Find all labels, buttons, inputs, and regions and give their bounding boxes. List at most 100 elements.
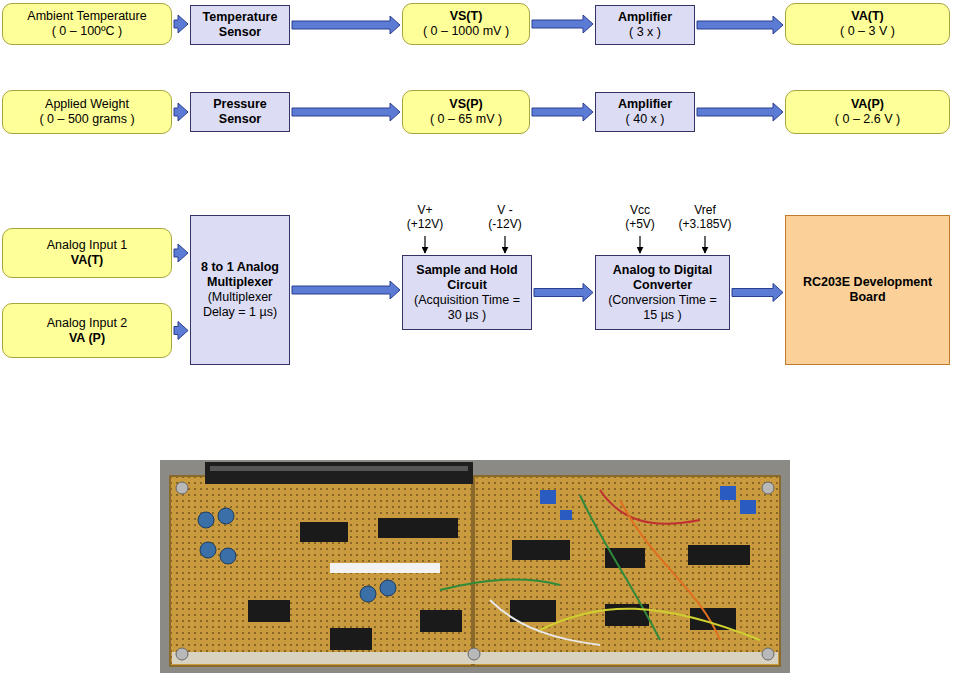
header-pins [210, 466, 468, 471]
trimmer [720, 486, 736, 500]
node-text: VS(P) [449, 97, 482, 112]
node-text: ( 0 – 2.6 V ) [835, 112, 900, 127]
supply-label: V - (-12V) [482, 203, 528, 232]
node-text: Analog Input 1 [47, 238, 128, 253]
capacitor [218, 508, 234, 524]
signal-box: Ambient Temperature( 0 – 100ºC ) [2, 3, 172, 45]
ic-chip [688, 545, 750, 565]
block-arrow [697, 16, 783, 34]
node-text: VS(T) [450, 9, 483, 24]
node-text: Ambient Temperature [27, 9, 146, 24]
supply-arrow [424, 236, 425, 253]
signal-box: VS(P)( 0 – 65 mV ) [402, 90, 530, 134]
process-box: Amplifier( 3 x ) [595, 5, 695, 45]
supply-label: Vref (+3.185V) [674, 203, 736, 232]
block-arrow [292, 281, 400, 299]
block-arrow [292, 103, 400, 121]
wire [620, 500, 720, 640]
signal-box: Applied Weight( 0 – 500 grams ) [2, 90, 172, 134]
capacitor [198, 512, 214, 528]
node-text: ( 0 – 100ºC ) [52, 24, 123, 39]
mounting-screw [176, 482, 188, 494]
node-text: ( 0 – 500 grams ) [39, 112, 134, 127]
paper-label [330, 563, 440, 573]
block-arrow [697, 103, 783, 121]
capacitor [380, 580, 396, 596]
ic-chip [378, 518, 458, 538]
wire [580, 495, 660, 640]
capacitor [220, 548, 236, 564]
block-arrow [174, 244, 188, 262]
trimmer [540, 490, 556, 504]
ic-chip [248, 600, 290, 622]
node-text: ( 3 x ) [629, 25, 661, 40]
block-arrow [532, 15, 593, 33]
process-box: Temperature Sensor [190, 5, 290, 45]
mounting-screw [762, 482, 774, 494]
signal-box: VS(T)( 0 – 1000 mV ) [402, 3, 530, 45]
supply-arrow [704, 236, 705, 253]
node-text: Amplifier [618, 97, 672, 112]
trimmer [560, 510, 572, 520]
block-arrow [532, 103, 593, 121]
node-text: ( 0 – 65 mV ) [430, 112, 502, 127]
ic-chip [510, 600, 556, 622]
node-text: VA(T) [851, 9, 883, 24]
adc-box: Analog to Digital Converter(Conversion T… [595, 255, 730, 330]
node-text: ( 0 – 1000 mV ) [423, 24, 509, 39]
supply-arrow [504, 236, 505, 253]
node-text: Analog Input 2 [47, 316, 128, 331]
trimmer [740, 500, 756, 514]
block-arrow [174, 15, 188, 33]
sample-hold-box: Sample and Hold Circuit(Acquisition Time… [402, 255, 532, 330]
supply-label: V+ (+12V) [402, 203, 448, 232]
node-text: VA (P) [69, 331, 105, 346]
node-text: ( 0 – 3 V ) [840, 24, 895, 39]
mounting-screw [176, 648, 188, 660]
capacitor [360, 586, 376, 602]
signal-box: VA(P)( 0 – 2.6 V ) [785, 90, 950, 134]
input-box: Analog Input 2VA (P) [2, 303, 172, 358]
mounting-screw [762, 648, 774, 660]
signal-box: VA(T)( 0 – 3 V ) [785, 3, 950, 45]
photo-background [160, 460, 790, 673]
wire [490, 600, 600, 645]
block-arrow [292, 16, 400, 34]
node-text: (Acquisition Time = 30 µs ) [409, 293, 525, 323]
process-box: Amplifier( 40 x ) [595, 92, 695, 132]
ic-chip [330, 628, 372, 650]
node-text: ( 40 x ) [626, 112, 665, 127]
block-arrow [174, 103, 188, 121]
node-text: Sample and Hold Circuit [409, 263, 525, 293]
capacitor [200, 542, 216, 558]
node-text: RC203E Development Board [792, 275, 943, 305]
process-box: Pressure Sensor [190, 92, 290, 132]
supply-label: Vcc (+5V) [617, 203, 663, 232]
input-box: Analog Input 1VA(T) [2, 228, 172, 278]
wire [540, 609, 760, 640]
block-arrow [534, 284, 593, 302]
block-arrow [174, 322, 188, 340]
multiplexer-box: 8 to 1 Analog Multiplexer(Multiplexer De… [190, 215, 290, 365]
wire [600, 490, 700, 524]
node-text: VA(P) [851, 97, 884, 112]
node-text: Amplifier [618, 10, 672, 25]
perf-board [170, 476, 472, 666]
node-text: (Multiplexer Delay = 1 µs) [197, 290, 283, 320]
node-text: Pressure Sensor [197, 97, 283, 127]
node-text: Applied Weight [45, 97, 129, 112]
board-box: RC203E Development Board [785, 215, 950, 365]
ic-chip [300, 522, 348, 542]
node-text: (Conversion Time = 15 µs ) [602, 293, 723, 323]
wire [440, 580, 560, 590]
ic-chip [420, 610, 462, 632]
node-text: 8 to 1 Analog Multiplexer [197, 260, 283, 290]
supply-arrow [639, 236, 640, 253]
mounting-screw [468, 648, 480, 660]
block-arrow [732, 284, 783, 302]
node-text: Temperature Sensor [197, 10, 283, 40]
header-connector [205, 462, 473, 484]
perf-board [474, 476, 780, 666]
node-text: Analog to Digital Converter [602, 263, 723, 293]
